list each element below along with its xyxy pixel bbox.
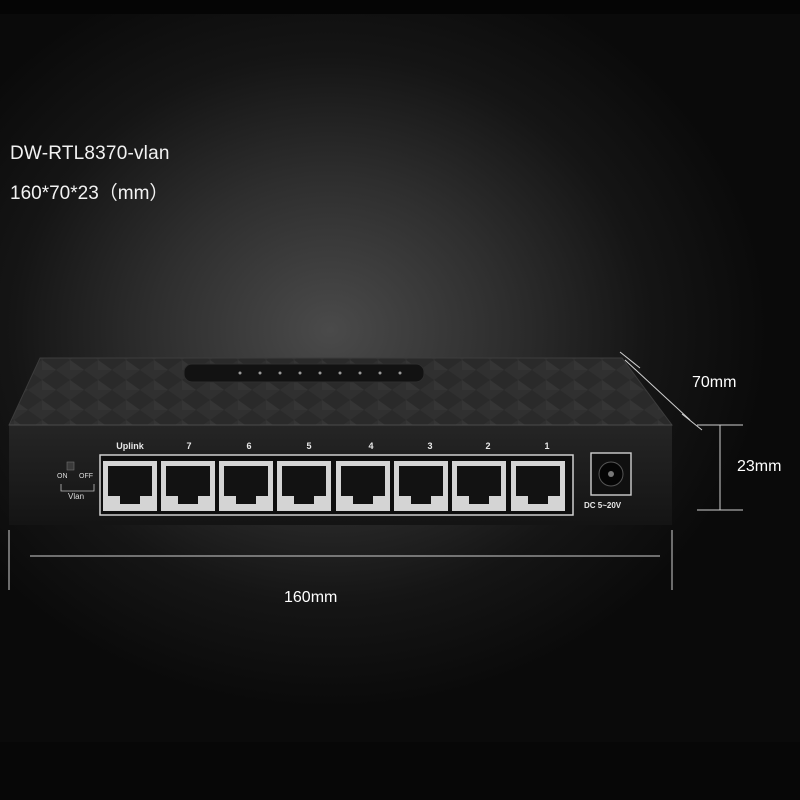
vlan-switch [66, 461, 75, 471]
port-label-uplink: Uplink [116, 441, 144, 451]
led-strip [183, 363, 425, 383]
height-dimension: 23mm [737, 458, 782, 475]
top-band [0, 0, 800, 14]
depth-dimension: 70mm [692, 374, 737, 391]
switch-off-label: OFF [79, 473, 93, 480]
switch-on-label: ON [57, 473, 68, 480]
power-label: DC 5~20V [584, 501, 622, 510]
port-label-5: 5 [306, 441, 312, 451]
size-spec: 160*70*23（mm） [10, 183, 169, 204]
port-label-1: 1 [544, 441, 550, 451]
port-label-6: 6 [246, 441, 252, 451]
bottom-band [0, 742, 800, 800]
width-dimension: 160mm [284, 589, 338, 606]
port-label-7: 7 [186, 441, 192, 451]
port-label-4: 4 [368, 441, 374, 451]
switch-top-face [9, 358, 672, 425]
model-title: DW-RTL8370-vlan [10, 143, 170, 164]
rj45-ports [103, 461, 565, 511]
dimension-lines [8, 351, 743, 590]
port-label-3: 3 [427, 441, 433, 451]
dc-jack [590, 452, 632, 496]
vlan-label: Vlan [68, 492, 85, 501]
port-label-2: 2 [485, 441, 491, 451]
